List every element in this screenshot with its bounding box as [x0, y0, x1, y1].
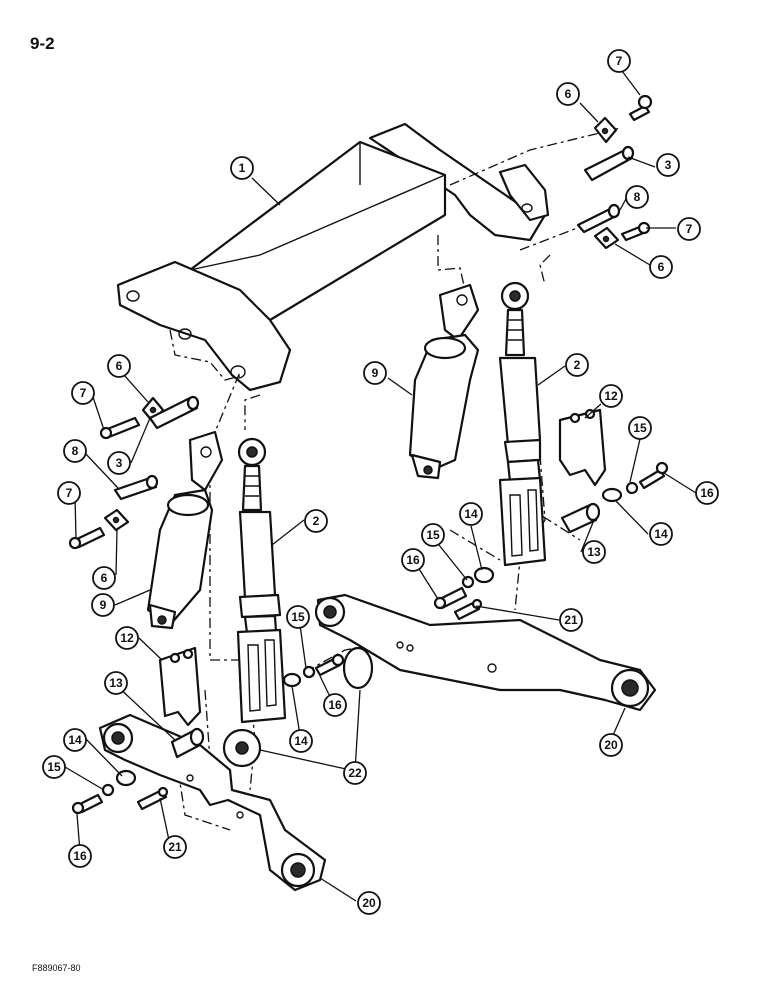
callout-3: 3	[656, 153, 680, 177]
svg-text:15: 15	[291, 610, 305, 624]
callout-9: 9	[363, 361, 387, 385]
callout-13: 13	[582, 540, 606, 564]
svg-text:6: 6	[101, 571, 108, 585]
svg-text:9: 9	[372, 366, 379, 380]
turnbuckle-right	[498, 281, 547, 567]
svg-text:1: 1	[239, 161, 246, 175]
svg-text:3: 3	[665, 158, 672, 172]
left-lower-hardware	[71, 769, 169, 815]
svg-text:7: 7	[686, 222, 693, 236]
right-stop-bracket	[558, 408, 669, 534]
callout-6: 6	[107, 354, 131, 378]
svg-text:15: 15	[47, 760, 61, 774]
callout-1: 1	[230, 156, 254, 180]
callout-7: 7	[57, 481, 81, 505]
left-upper-hardware	[68, 395, 200, 550]
svg-text:15: 15	[426, 528, 440, 542]
svg-text:21: 21	[168, 840, 182, 854]
svg-text:14: 14	[464, 507, 478, 521]
callout-21: 21	[559, 608, 583, 632]
figure-code: F889067-80	[32, 963, 81, 973]
svg-text:2: 2	[313, 514, 320, 528]
svg-text:6: 6	[565, 87, 572, 101]
svg-text:7: 7	[80, 386, 87, 400]
turnbuckle-left	[236, 437, 287, 724]
svg-text:20: 20	[362, 896, 376, 910]
callout-20: 20	[599, 733, 623, 757]
callout-16: 16	[68, 844, 92, 868]
svg-text:16: 16	[73, 849, 87, 863]
callout-12: 12	[115, 626, 139, 650]
lower-link-left	[98, 713, 327, 892]
callout-16: 16	[323, 693, 347, 717]
callout-8: 8	[63, 439, 87, 463]
callout-7: 7	[71, 381, 95, 405]
svg-text:15: 15	[633, 421, 647, 435]
callout-15: 15	[42, 755, 66, 779]
svg-text:6: 6	[116, 359, 123, 373]
callout-9: 9	[91, 593, 115, 617]
callout-7: 7	[607, 49, 631, 73]
svg-text:14: 14	[68, 733, 82, 747]
svg-text:9: 9	[100, 598, 107, 612]
svg-text:6: 6	[658, 260, 665, 274]
callout-16: 16	[401, 548, 425, 572]
svg-text:8: 8	[634, 190, 641, 204]
svg-text:7: 7	[616, 54, 623, 68]
callout-7: 7	[677, 217, 701, 241]
svg-text:13: 13	[587, 545, 601, 559]
cylinder-left	[146, 430, 224, 630]
svg-text:16: 16	[328, 698, 342, 712]
callout-21: 21	[163, 835, 187, 859]
page-number: 9-2	[30, 34, 55, 53]
svg-text:3: 3	[116, 456, 123, 470]
svg-text:14: 14	[294, 734, 308, 748]
callout-20: 20	[357, 891, 381, 915]
callout-6: 6	[92, 566, 116, 590]
callout-14: 14	[289, 729, 313, 753]
callout-14: 14	[459, 502, 483, 526]
callout-3: 3	[107, 451, 131, 475]
callout-14: 14	[63, 728, 87, 752]
callout-12: 12	[599, 384, 623, 408]
svg-text:2: 2	[574, 358, 581, 372]
svg-text:8: 8	[72, 444, 79, 458]
callout-6: 6	[556, 82, 580, 106]
svg-text:7: 7	[66, 486, 73, 500]
lower-link-right	[314, 593, 657, 712]
svg-text:21: 21	[564, 613, 578, 627]
callout-13: 13	[104, 671, 128, 695]
main-frame	[116, 122, 550, 392]
svg-text:16: 16	[406, 553, 420, 567]
svg-text:12: 12	[604, 389, 618, 403]
cylinder-right	[408, 283, 480, 480]
callout-15: 15	[286, 605, 310, 629]
callout-2: 2	[304, 509, 328, 533]
callout-22: 22	[343, 761, 367, 785]
callout-15: 15	[421, 523, 445, 547]
callout-16: 16	[695, 481, 719, 505]
callout-6: 6	[649, 255, 673, 279]
svg-text:16: 16	[700, 486, 714, 500]
callout-2: 2	[565, 353, 589, 377]
svg-text:14: 14	[654, 527, 668, 541]
svg-text:12: 12	[120, 631, 134, 645]
callout-14: 14	[649, 522, 673, 546]
svg-text:13: 13	[109, 676, 123, 690]
svg-text:22: 22	[348, 766, 362, 780]
callout-15: 15	[628, 416, 652, 440]
left-stop-bracket	[158, 646, 202, 727]
upper-right-hardware	[576, 94, 653, 250]
right-lower-hardware	[342, 566, 495, 690]
svg-text:20: 20	[604, 738, 618, 752]
callout-8: 8	[625, 185, 649, 209]
left-center-hardware	[282, 653, 345, 688]
